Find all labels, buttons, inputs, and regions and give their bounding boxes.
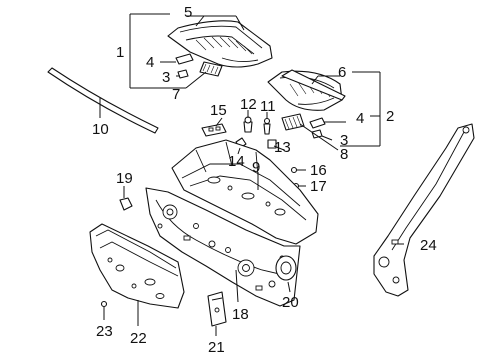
part-4-right-seal	[309, 117, 326, 129]
callout-21: 21	[208, 339, 225, 356]
callout-14: 14	[228, 153, 245, 170]
callout-10: 10	[92, 121, 109, 138]
part-15-bracket	[201, 123, 227, 137]
callout-3-right: 3	[340, 132, 348, 149]
callout-17: 17	[310, 178, 327, 195]
callout-9: 9	[252, 159, 260, 176]
callout-2: 2	[386, 108, 394, 125]
part-18-dash-panel	[145, 187, 301, 307]
part-3-upper-clip	[177, 69, 189, 79]
callout-23: 23	[96, 323, 113, 340]
leader-lines	[99, 13, 404, 336]
part-4-upper-seal	[175, 53, 194, 65]
part-20-grommet	[275, 255, 297, 281]
part-1-cowl-top-assembly	[167, 20, 273, 68]
part-8-right-grille	[281, 113, 305, 131]
callout-18: 18	[232, 306, 249, 323]
callout-24: 24	[420, 237, 437, 254]
callout-15: 15	[210, 102, 227, 119]
callout-7: 7	[172, 86, 180, 103]
callout-22: 22	[130, 330, 147, 347]
callout-16: 16	[310, 162, 327, 179]
callout-4-left: 4	[146, 54, 154, 71]
callout-19: 19	[116, 170, 133, 187]
part-3-right-clip	[311, 129, 323, 139]
part-6-seal	[281, 69, 346, 101]
callout-12: 12	[240, 96, 257, 113]
callout-1: 1	[116, 44, 124, 61]
callout-8: 8	[340, 146, 348, 163]
callout-11: 11	[260, 98, 276, 115]
callout-4-right: 4	[356, 110, 364, 127]
part-22-insulator	[89, 223, 185, 309]
part-11-fastener	[263, 117, 271, 135]
part-10-weatherstrip	[47, 67, 159, 134]
part-21-bracket	[207, 291, 227, 327]
part-24-hinge-pillar	[373, 123, 475, 297]
callout-20: 20	[282, 294, 299, 311]
callout-13: 13	[274, 139, 291, 156]
part-12-fastener	[243, 116, 253, 133]
part-19-clip	[119, 194, 133, 211]
callout-labels: 1 5 4 3 7 10 6 2 4 3 8 15 12 11 14 9 13 …	[92, 4, 437, 356]
callout-6: 6	[338, 64, 346, 81]
callout-3-left: 3	[162, 69, 170, 86]
part-23-push-clip	[100, 300, 108, 314]
callout-5: 5	[184, 4, 192, 21]
